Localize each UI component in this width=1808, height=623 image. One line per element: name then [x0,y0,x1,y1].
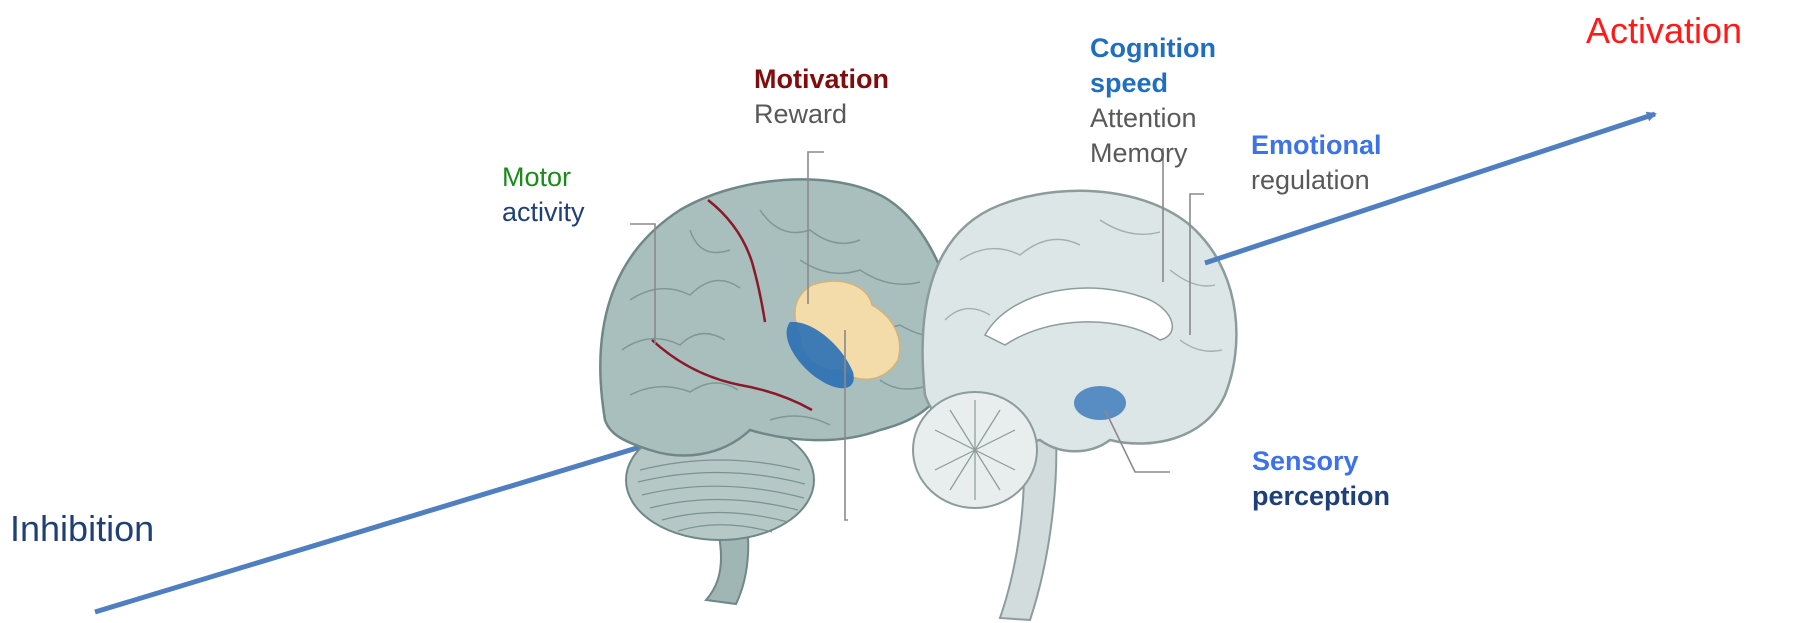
activation-label: Activation [1586,10,1742,52]
lateral-cerebrum [600,179,955,455]
cognition-line2: speed [1090,66,1216,101]
inhibition-label: Inhibition [10,508,154,550]
motivation-label: Motivation Reward [754,62,889,132]
emotional-label: Emotional regulation [1251,128,1382,198]
cognition-line1: Cognition [1090,31,1216,66]
motivation-title: Motivation [754,62,889,97]
medial-brain [913,191,1236,620]
sensory-line2: perception [1252,479,1390,514]
cognition-sub1: Attention [1090,101,1216,136]
motivation-sub: Reward [754,97,889,132]
sensory-label: Sensory perception [1252,444,1390,514]
motor-label-line1: Motor [502,160,585,195]
sensory-blue-region [1074,386,1126,420]
emotional-sub: regulation [1251,163,1382,198]
cognition-label: Cognition speed Attention Memory [1090,31,1216,171]
cognition-sub2: Memory [1090,136,1216,171]
axis-line-lower [95,447,640,612]
motor-label-line2: activity [502,195,585,230]
lateral-brain [600,179,955,604]
emotional-title: Emotional [1251,128,1382,163]
motor-activity-label: Motor activity [502,160,585,230]
sensory-line1: Sensory [1252,444,1390,479]
